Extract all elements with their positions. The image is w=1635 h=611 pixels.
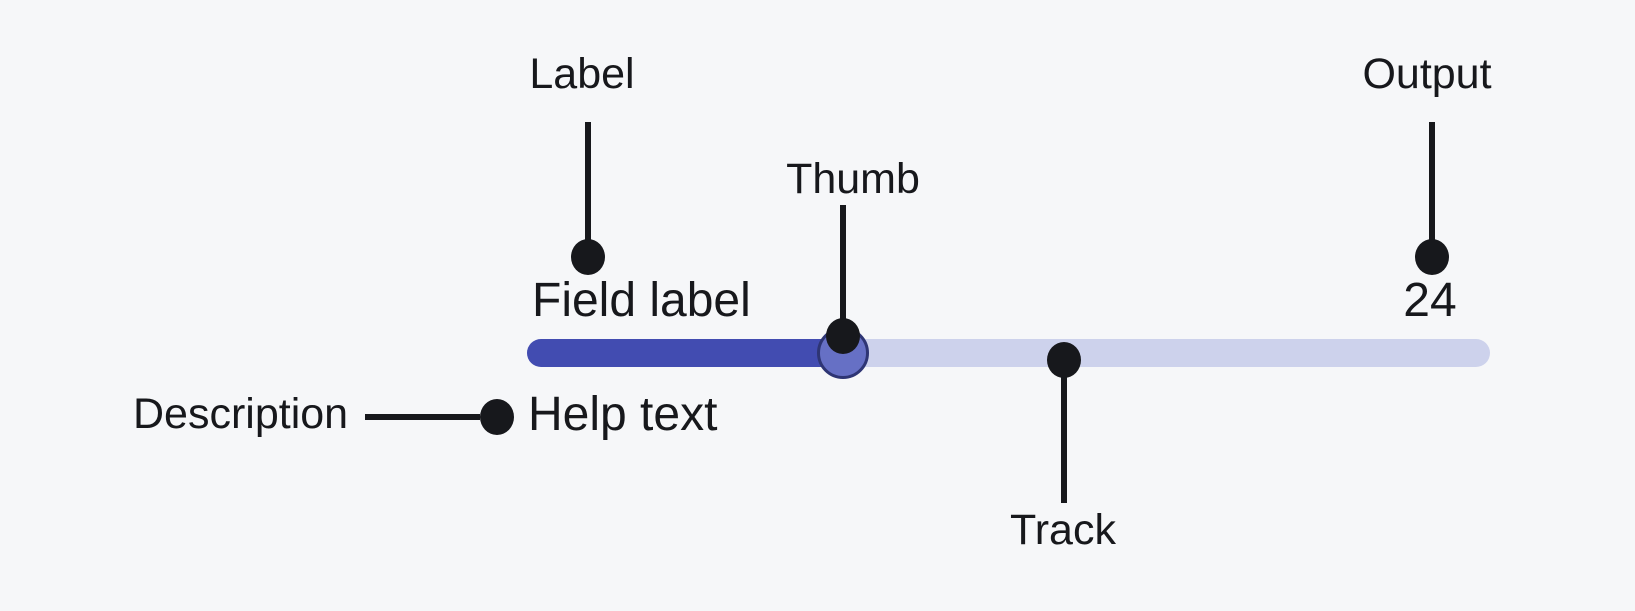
callout-track-text: Track <box>1010 506 1116 554</box>
callout-description-line <box>365 414 480 420</box>
callout-thumb-text: Thumb <box>786 155 920 203</box>
callout-label-line <box>585 122 591 240</box>
callout-label-text: Label <box>529 50 635 98</box>
callout-description-dot <box>480 399 514 435</box>
callout-output-dot <box>1415 239 1449 275</box>
callout-description-text: Description <box>133 390 349 438</box>
callout-label-dot <box>571 239 605 275</box>
slider-track-fill <box>527 339 843 367</box>
callout-thumb-line <box>840 205 846 322</box>
callout-output-text: Output <box>1362 50 1492 98</box>
slider-field-label: Field label <box>532 274 751 327</box>
slider-track[interactable] <box>527 327 1490 379</box>
slider-output-value: 24 <box>1403 274 1457 327</box>
callout-track-line <box>1061 377 1067 503</box>
callout-track-dot <box>1047 342 1081 378</box>
slider-help-text: Help text <box>528 388 718 441</box>
callout-thumb-dot <box>826 318 860 354</box>
callout-output-line <box>1429 122 1435 240</box>
